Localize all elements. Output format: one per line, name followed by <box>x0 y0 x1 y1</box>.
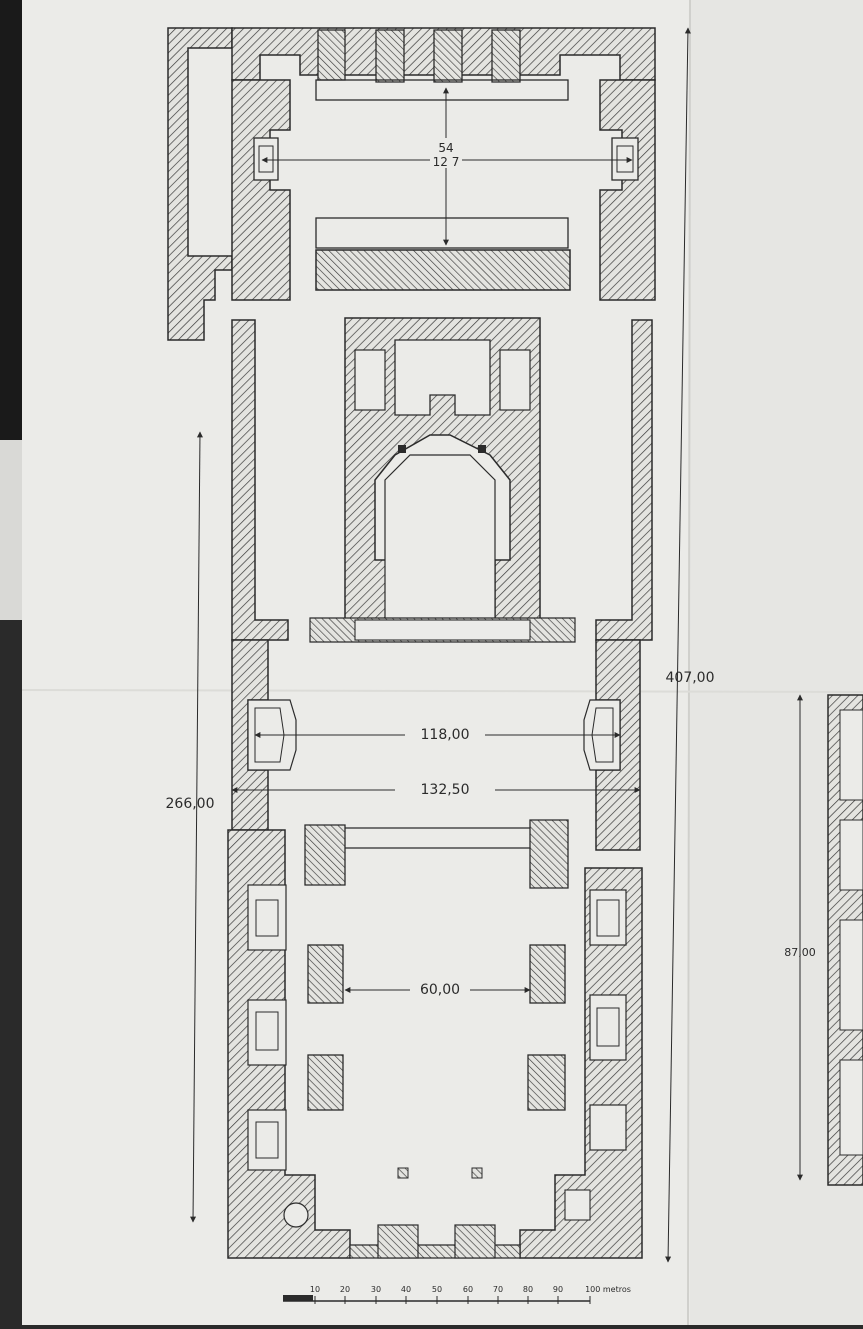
transept-walls <box>231 639 641 889</box>
scale-tick-70: 70 <box>493 1285 503 1294</box>
scale-tick-40: 40 <box>401 1285 411 1294</box>
atrium-walls <box>167 27 656 341</box>
scale-tick-60: 60 <box>463 1285 473 1294</box>
scale-tick-100: 100 metros <box>585 1285 631 1294</box>
adjacent-plan-fragment <box>827 694 863 1186</box>
dim-top-large: 12 7 <box>433 155 460 169</box>
dim-total-length: 407,00 <box>666 670 715 686</box>
dim-top-small: 54 <box>438 141 453 155</box>
scale-bar: 10 20 30 40 50 60 70 80 90 100 metros <box>283 1285 631 1304</box>
nave-walls <box>227 829 643 1259</box>
dim-right-partial: 87,00 <box>784 946 816 959</box>
dim-left-length: 266,00 <box>166 796 215 812</box>
dim-nave-width: 60,00 <box>420 982 460 998</box>
scale-tick-10: 10 <box>310 1285 320 1294</box>
scale-tick-80: 80 <box>523 1285 533 1294</box>
scale-tick-90: 90 <box>553 1285 563 1294</box>
scale-tick-50: 50 <box>432 1285 442 1294</box>
scale-tick-20: 20 <box>340 1285 350 1294</box>
dim-crossing-inner: 118,00 <box>421 727 470 743</box>
scale-tick-30: 30 <box>371 1285 381 1294</box>
middle-court-walls <box>231 317 653 643</box>
dimension-labels: 54 12 7 118,00 132,50 60,00 266,00 407,0… <box>166 138 816 998</box>
dim-crossing-outer: 132,50 <box>421 782 470 798</box>
